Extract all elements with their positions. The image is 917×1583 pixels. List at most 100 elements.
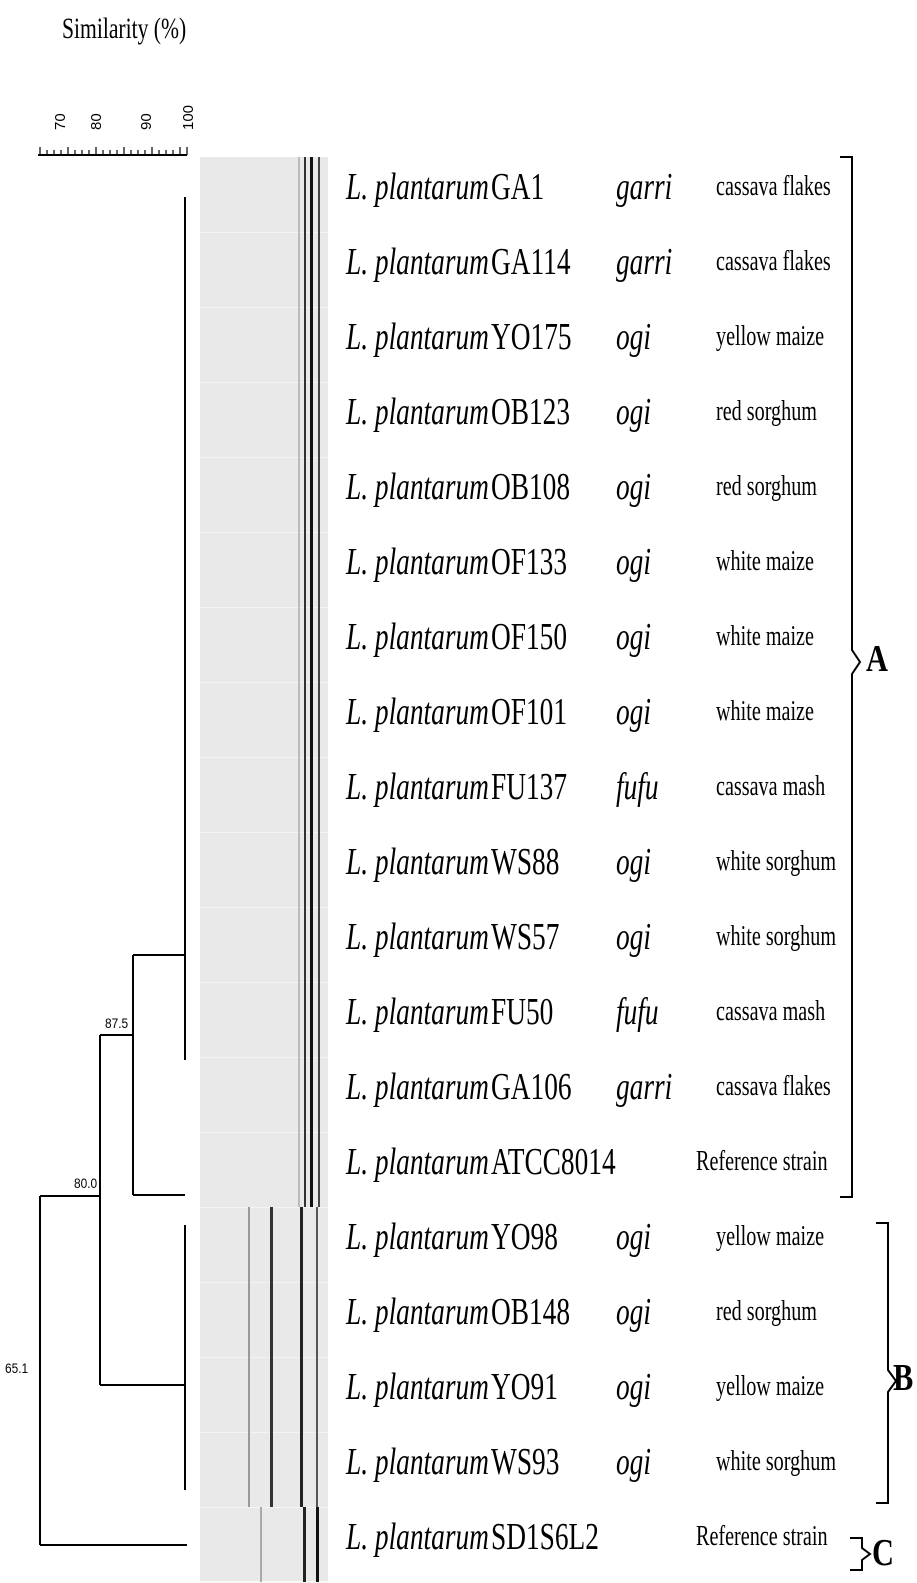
gel-band [248,1282,250,1357]
food-product: ogi [616,916,651,958]
gel-band [248,1432,250,1507]
gel-lane [200,832,328,908]
gel-band [304,457,306,532]
gel-band [318,982,320,1057]
gel-band [318,757,320,832]
gel-band [310,1057,313,1132]
strain-id: OF101 [491,691,568,733]
gel-lane [200,1357,328,1433]
gel-band [310,682,313,757]
food-source: cassava mash [716,996,826,1027]
gel-band [318,382,320,457]
gel-band [304,982,306,1057]
cluster-brackets [840,156,898,1571]
gel-band [304,682,306,757]
gel-band [304,382,306,457]
species-name: L. plantarum [346,316,489,358]
gel-lane [200,532,328,608]
food-product: fufu [616,766,659,808]
food-product: ogi [616,541,651,583]
gel-band [310,757,313,832]
gel-band [300,1207,303,1282]
species-name: L. plantarum [346,991,489,1033]
axis-ticks [39,147,188,155]
gel-band [318,457,320,532]
food-source: white sorghum [716,846,837,877]
gel-band [298,307,300,382]
food-source: white sorghum [716,1446,837,1477]
gel-band [316,1282,318,1357]
gel-band [298,682,300,757]
gel-band [310,232,313,307]
strain-id: WS57 [491,916,560,958]
strain-id: GA106 [491,1066,572,1108]
food-product: ogi [616,841,651,883]
gel-band [304,757,306,832]
gel-band [300,1432,303,1507]
strain-id: WS88 [491,841,560,883]
food-source: red sorghum [716,471,817,502]
node-label-80-0: 80.0 [74,1175,98,1191]
cluster-label-b: B [893,1357,914,1399]
gel-lane [200,307,328,383]
gel-band [316,1207,318,1282]
food-product: garri [616,241,673,283]
gel-band [304,532,306,607]
species-name: L. plantarum [346,1216,489,1258]
species-name: L. plantarum [346,616,489,658]
gel-band [304,1132,306,1207]
gel-lane [200,982,328,1058]
food-product: garri [616,166,673,208]
species-name: L. plantarum [346,1366,489,1408]
gel-band [270,1432,273,1507]
food-product: ogi [616,1216,651,1258]
gel-band [304,607,306,682]
food-source: white maize [716,621,814,652]
gel-lane [200,607,328,683]
food-product: ogi [616,316,651,358]
gel-band [248,1357,250,1432]
gel-band [300,1282,303,1357]
gel-lane [200,1132,328,1208]
strain-id: OB123 [491,391,571,433]
food-source: yellow maize [716,321,825,352]
gel-band [270,1207,273,1282]
gel-band [318,307,320,382]
gel-band [304,157,306,232]
gel-lane [200,907,328,983]
node-label-65-1: 65.1 [5,1360,29,1376]
food-product: ogi [616,1441,651,1483]
gel-band [316,1357,318,1432]
gel-band [298,232,300,307]
gel-band [310,382,313,457]
food-source: yellow maize [716,1371,825,1402]
food-source: cassava flakes [716,246,831,277]
strain-id: OF150 [491,616,568,658]
food-product: fufu [616,991,659,1033]
gel-lane [200,1507,328,1583]
gel-band [304,1057,306,1132]
strain-id: OF133 [491,541,568,583]
gel-band [248,1207,250,1282]
strain-id: YO175 [491,316,572,358]
gel-band [310,1132,313,1207]
food-product: ogi [616,1366,651,1408]
food-product: ogi [616,391,651,433]
food-source: cassava mash [716,771,826,802]
gel-band [298,907,300,982]
gel-band [298,1132,300,1207]
species-name: L. plantarum [346,1141,489,1183]
gel-band [316,1507,319,1582]
node-label-87-5: 87.5 [105,1015,129,1031]
gel-lane [200,1432,328,1508]
gel-lane [200,682,328,758]
strain-id: GA1 [491,166,545,208]
